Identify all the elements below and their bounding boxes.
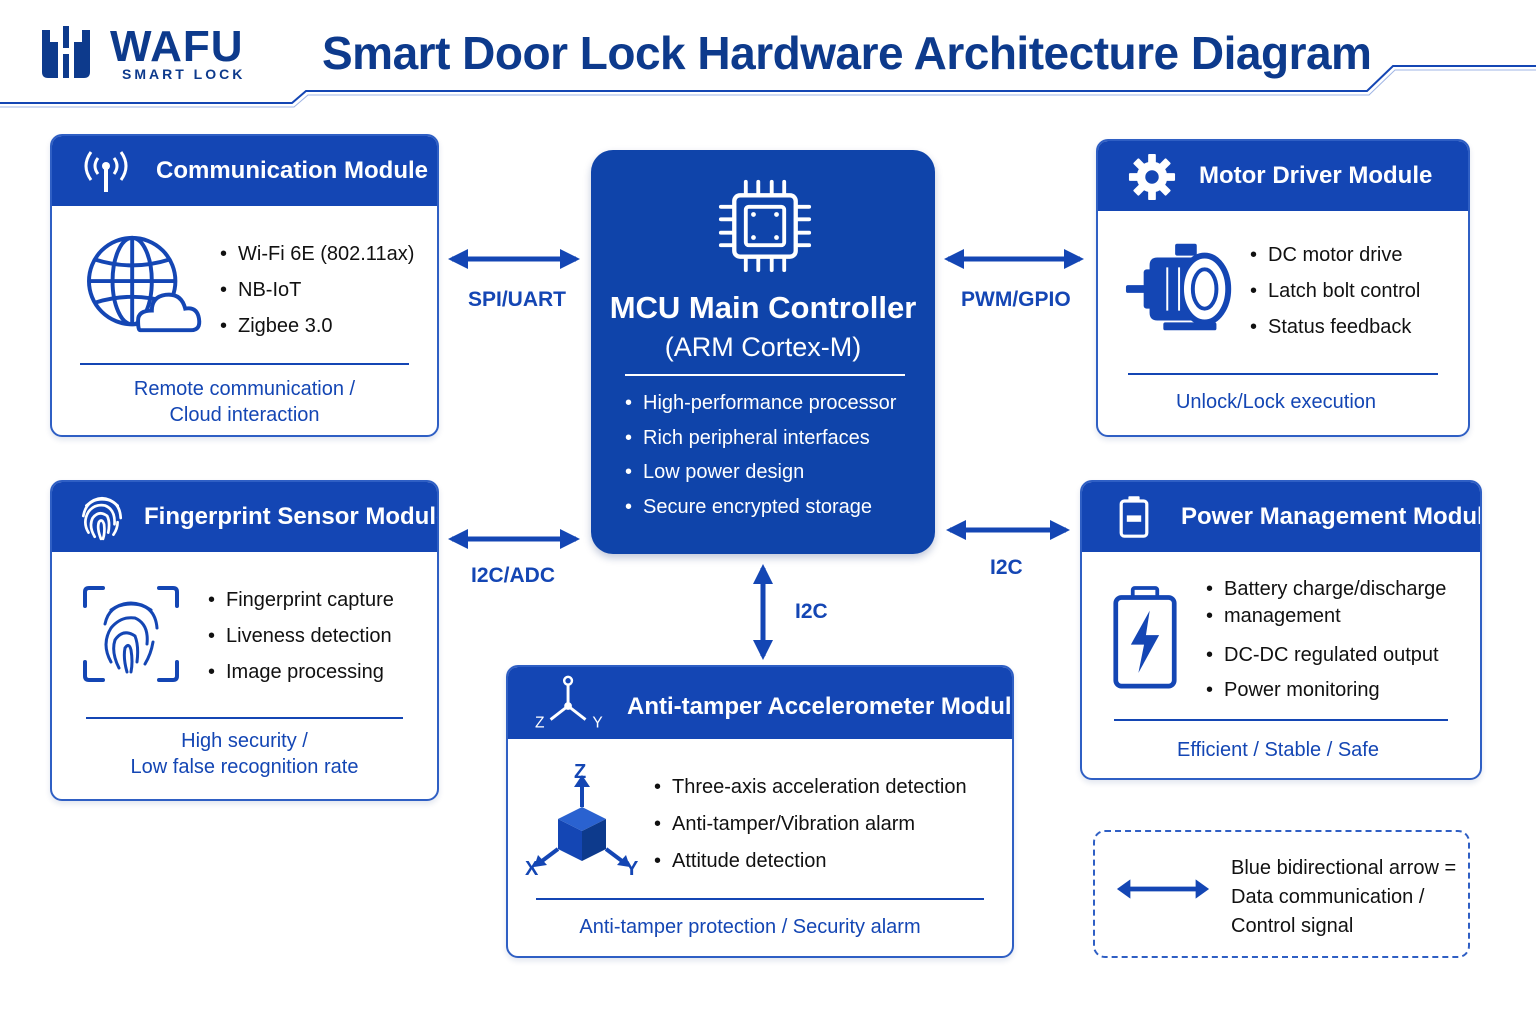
module-title: Fingerprint Sensor Module [144,503,439,530]
mcu-main-controller: MCU Main Controller (ARM Cortex-M) High-… [591,150,935,554]
legend-line: Control signal [1231,915,1354,937]
list-item: Three-axis acceleration detection [654,769,967,806]
brand-name: WAFU [110,22,244,71]
module-title: Communication Module [156,157,428,184]
brand-logo: WAFU SMART LOCK [36,22,266,84]
feature-list: Fingerprint capture Liveness detection I… [208,582,394,690]
list-item: NB-IoT [220,272,414,308]
connection-label-i2c-accelerometer: I2C [795,600,828,623]
list-item: Status feedback [1250,309,1420,345]
list-item: Power monitoring [1206,673,1446,708]
connection-label-i2c-power: I2C [990,556,1023,579]
module-note: Remote communication / Cloud interaction [52,376,437,428]
list-item: Liveness detection [208,618,394,654]
mcu-feature-list: High-performance processor Rich peripher… [625,386,896,524]
battery-bolt-icon [1113,586,1177,689]
feature-list: Wi-Fi 6E (802.11ax) NB-IoT Zigbee 3.0 [220,236,414,344]
note-line: Efficient / Stable / Safe [1177,739,1379,761]
list-item: Image processing [208,654,394,690]
note-line: Anti-tamper protection / Security alarm [579,916,921,938]
module-header: Communication Module [52,136,437,206]
list-item: DC motor drive [1250,237,1420,273]
gear-icon [1128,153,1176,201]
list-item: Rich peripheral interfaces [625,421,896,456]
axis-label-x: X [525,858,539,880]
fingerprint-scan-icon [83,586,179,682]
module-title: Anti-tamper Accelerometer Module [627,693,1014,720]
svg-text:Y: Y [592,714,603,731]
module-divider [536,898,984,900]
list-item: Battery charge/discharge [1206,576,1446,603]
note-line: Unlock/Lock execution [1175,391,1377,413]
note-line: Remote communication / [133,378,356,400]
brand-subtitle: SMART LOCK [122,66,246,82]
legend: Blue bidirectional arrow = Data communic… [1093,830,1470,958]
list-item: Anti-tamper/Vibration alarm [654,806,967,843]
cube-axes-icon [534,775,630,867]
list-item: Secure encrypted storage [625,490,896,525]
fingerprint-icon [81,496,123,541]
svg-text:Z: Z [535,714,545,731]
bidirectional-arrow-icon [1116,879,1210,899]
list-item-continuation: management [1206,603,1446,630]
list-item: Fingerprint capture [208,582,394,618]
module-title: Motor Driver Module [1199,162,1433,189]
list-item: Low power design [625,455,896,490]
axis-label-y: Y [625,858,639,880]
page-title: Smart Door Lock Hardware Architecture Di… [322,27,1372,79]
module-note: Efficient / Stable / Safe [1082,737,1474,763]
module-header: Fingerprint Sensor Module [52,482,437,552]
legend-line: Data communication / [1231,886,1425,908]
chip-icon [718,179,812,273]
note-line: Low false recognition rate [130,756,359,778]
battery-icon [1119,496,1149,538]
module-title: Power Management Module [1181,503,1482,530]
list-item: DC-DC regulated output [1206,638,1446,673]
module-header: Z Y Anti-tamper Accelerometer Module [508,667,1012,739]
note-line: Cloud interaction [169,404,320,426]
list-item: Latch bolt control [1250,273,1420,309]
module-note: Anti-tamper protection / Security alarm [508,914,992,940]
module-divider [1114,719,1448,721]
module-divider [80,363,409,365]
module-note: High security / Low false recognition ra… [52,728,437,780]
motor-icon [1125,243,1232,331]
header-frame-lines [0,65,1536,108]
connection-label-pwm-gpio: PWM/GPIO [961,288,1071,311]
axes-icon: Z Y [535,675,603,731]
module-divider [1128,373,1438,375]
feature-list: Three-axis acceleration detection Anti-t… [654,769,967,880]
list-item: Zigbee 3.0 [220,308,414,344]
module-header: Motor Driver Module [1098,141,1468,211]
accelerometer-module: Z Y Anti-tamper Accelerometer Module Z X… [506,665,1014,958]
mcu-title: MCU Main Controller [609,290,917,325]
module-divider [86,717,403,719]
module-note: Unlock/Lock execution [1098,389,1454,415]
feature-list: DC motor drive Latch bolt control Status… [1250,237,1420,345]
antenna-icon [84,151,128,192]
legend-line: Blue bidirectional arrow = [1231,857,1457,879]
note-line: High security / [181,730,308,752]
mcu-subtitle: (ARM Cortex-M) [664,332,862,362]
communication-module: Communication Module Wi-Fi 6E (802.11ax)… [50,134,439,437]
connection-label-spi-uart: SPI/UART [468,288,567,311]
feature-list: Battery charge/discharge management DC-D… [1206,576,1446,708]
list-item: High-performance processor [625,386,896,421]
axis-label-z: Z [574,761,587,783]
fingerprint-sensor-module: Fingerprint Sensor Module Fingerprint ca… [50,480,439,801]
globe-cloud-icon [87,235,202,333]
list-item: Attitude detection [654,843,967,880]
wafu-logo-icon [42,26,90,78]
list-item: Wi-Fi 6E (802.11ax) [220,236,414,272]
power-management-module: Power Management Module Battery charge/d… [1080,480,1482,780]
mcu-divider [625,374,905,376]
legend-text: Blue bidirectional arrow = Data communic… [1231,854,1456,941]
connection-label-i2c-adc: I2C/ADC [471,564,556,587]
motor-driver-module: Motor Driver Module DC motor drive Latch… [1096,139,1470,437]
module-header: Power Management Module [1082,482,1480,552]
